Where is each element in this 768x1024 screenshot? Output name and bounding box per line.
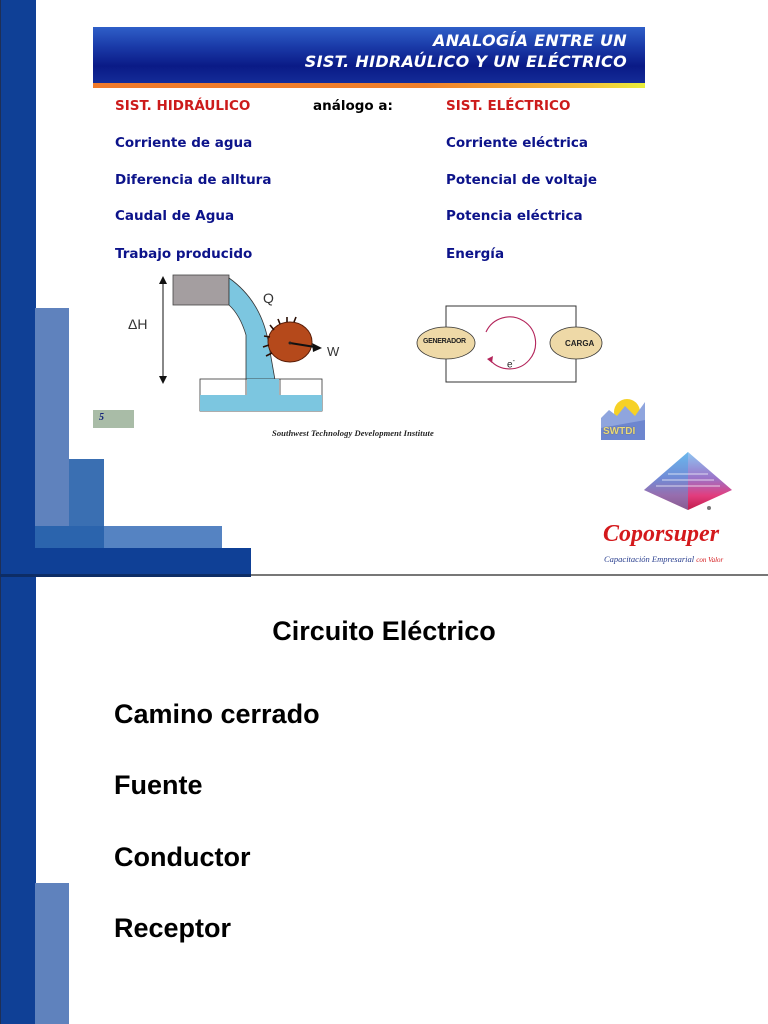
slide-number: 5 — [99, 412, 104, 423]
electric-circuit-diagram: GENERADOR CARGA e- — [410, 300, 610, 390]
hydraulic-item: Trabajo producido — [115, 246, 253, 262]
left-sidebar-bar — [0, 0, 36, 575]
electric-header: SIST. ELÉCTRICO — [446, 98, 571, 114]
brand-name: Coporsuper — [603, 521, 720, 547]
slide-title-line2: SIST. HIDRAÚLICO Y UN ELÉCTRICO — [304, 52, 627, 71]
electron-label: e- — [507, 358, 515, 371]
slide2-title: Circuito Eléctrico — [272, 616, 496, 646]
flow-label: Q — [263, 290, 274, 306]
hydraulic-item: Caudal de Agua — [115, 208, 235, 224]
electric-item: Corriente eléctrica — [446, 135, 588, 151]
slide-divider — [251, 574, 768, 576]
brand-tagline: Capacitación Empresarial con Valor — [604, 554, 724, 564]
load-label: CARGA — [565, 339, 595, 348]
footer-institute: Southwest Technology Development Institu… — [272, 428, 434, 438]
hydraulic-header: SIST. HIDRÁULICO — [115, 98, 251, 114]
slide-title-line1: ANALOGÍA ENTRE UN — [433, 31, 627, 50]
swtdi-logo-text: SWTDI — [603, 426, 636, 437]
bullet-item: Fuente — [114, 770, 203, 800]
decorative-block — [35, 308, 69, 548]
analog-header: análogo a: — [313, 98, 393, 114]
electric-item: Potencial de voltaje — [446, 172, 598, 188]
hydraulic-diagram: ΔH Q W — [110, 270, 360, 420]
left-sidebar-bar — [0, 577, 36, 1024]
title-banner — [93, 27, 645, 83]
bullet-item: Receptor — [114, 913, 232, 943]
decorative-block — [35, 526, 104, 548]
work-label: W — [327, 344, 340, 359]
slide-number-box: 5 — [93, 410, 134, 428]
decorative-block — [35, 883, 69, 1024]
slide-divider — [0, 574, 251, 577]
height-label: ΔH — [128, 316, 148, 332]
bullet-item: Conductor — [114, 842, 251, 872]
swtdi-logo: SWTDI — [601, 398, 645, 440]
hydraulic-item: Diferencia de alltura — [115, 172, 272, 188]
bullet-item: Camino cerrado — [114, 699, 320, 729]
generator-label: GENERADOR — [423, 338, 466, 345]
decorative-block — [35, 548, 251, 575]
title-banner-stripe — [93, 83, 645, 88]
electric-item: Energía — [446, 246, 505, 262]
electric-item: Potencia eléctrica — [446, 208, 583, 224]
coporsuper-pyramid-logo — [640, 450, 736, 520]
hydraulic-item: Corriente de agua — [115, 135, 253, 151]
